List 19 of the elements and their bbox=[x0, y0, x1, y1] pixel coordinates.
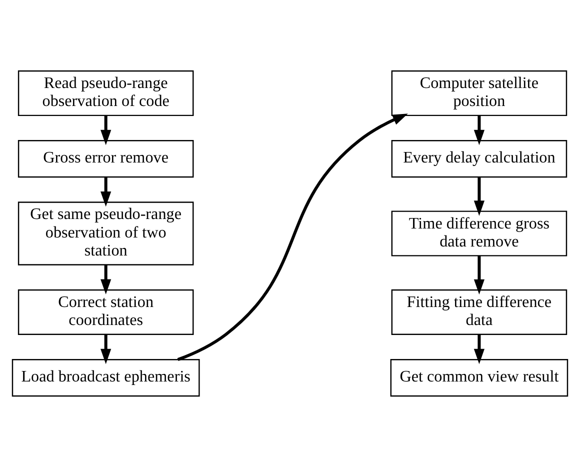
arrow bbox=[474, 176, 485, 216]
node-box: Every delay calculation bbox=[391, 140, 568, 178]
arrow bbox=[100, 115, 112, 145]
arrow bbox=[177, 113, 408, 361]
node-box: Correct station coordinates bbox=[18, 288, 194, 335]
node-box: Load broadcast ephemeris bbox=[12, 358, 200, 396]
arrow bbox=[100, 334, 112, 364]
node-box: Time difference gross data remove bbox=[391, 210, 568, 256]
arrow bbox=[474, 334, 485, 364]
arrow bbox=[474, 255, 485, 294]
arrow bbox=[100, 176, 112, 206]
arrow bbox=[474, 115, 485, 145]
node-box: Computer satellite position bbox=[391, 70, 568, 116]
node-box: Fitting time difference data bbox=[391, 288, 568, 335]
node-box: Gross error remove bbox=[18, 140, 194, 178]
node-box: Read pseudo-range observation of code bbox=[18, 70, 194, 116]
node-box: Get common view result bbox=[390, 358, 568, 396]
arrow bbox=[100, 264, 112, 294]
node-box: Get same pseudo-range observation of two station bbox=[18, 201, 194, 265]
